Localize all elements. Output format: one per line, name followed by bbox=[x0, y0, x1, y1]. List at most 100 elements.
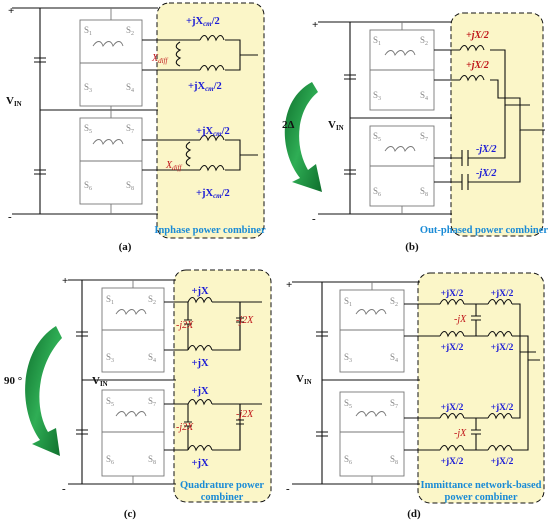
sw-label: S4 bbox=[148, 352, 156, 364]
sw-label: S5 bbox=[106, 396, 114, 408]
sw-label: S5 bbox=[84, 123, 92, 135]
sw-label: S4 bbox=[420, 90, 428, 102]
bridge-bottom-a bbox=[79, 110, 143, 214]
label-xdiff-1: Xdiff bbox=[151, 53, 168, 65]
sw-label: S6 bbox=[84, 180, 92, 192]
caption-c-line1: Quadrature power bbox=[180, 480, 264, 491]
combiner-box-b bbox=[450, 12, 544, 237]
bridge-bottom-d bbox=[339, 391, 405, 484]
panel-label-c: (c) bbox=[124, 508, 137, 520]
sw-label: S4 bbox=[126, 82, 134, 94]
caption-d-line2: power combiner bbox=[444, 492, 517, 503]
combiner-box-d bbox=[417, 272, 545, 504]
sw-label: S1 bbox=[106, 294, 114, 306]
label-jxcm-4: +jXcm/2 bbox=[196, 188, 230, 200]
label-c-blue-3: +jX bbox=[191, 386, 208, 397]
label-d-red-2: -jX bbox=[454, 428, 467, 439]
bridge-bottom-b bbox=[369, 125, 435, 214]
label-d-blue-1: +jX/2 bbox=[441, 289, 464, 299]
label-jxcm-2: +jXcm/2 bbox=[188, 81, 222, 93]
phase-label-b: 2Δ bbox=[282, 119, 295, 131]
label-c-blue-2: +jX bbox=[191, 358, 208, 369]
caption-c-line2: combiner bbox=[201, 492, 244, 503]
sw-label: S1 bbox=[84, 25, 92, 37]
label-c-blue-1: +jX bbox=[191, 286, 208, 297]
minus-b: - bbox=[312, 213, 316, 225]
label-c-red-3: -j2X bbox=[176, 422, 194, 433]
phase-arrow-c bbox=[25, 326, 62, 456]
sw-label: S3 bbox=[84, 82, 92, 94]
sw-label: S7 bbox=[390, 398, 398, 410]
label-b-red-2: +jX/2 bbox=[466, 60, 489, 71]
label-jxcm-3: +jXcm/2 bbox=[196, 126, 230, 138]
sw-label: S5 bbox=[344, 398, 352, 410]
label-d-blue-2: +jX/2 bbox=[491, 289, 514, 299]
label-d-blue-5: +jX/2 bbox=[441, 403, 464, 413]
label-d-blue-8: +jX/2 bbox=[491, 457, 514, 467]
sw-label: S5 bbox=[373, 131, 381, 143]
bridge-top-b bbox=[369, 22, 435, 111]
panel-label-d: (d) bbox=[407, 508, 421, 520]
label-d-blue-4: +jX/2 bbox=[491, 343, 514, 353]
sw-label: S2 bbox=[390, 296, 398, 308]
panel-c: 90 ° VIN S1 S2 S3 S4 S5 S7 S6 S8 +jX +jX bbox=[4, 269, 272, 520]
plus-d: + bbox=[286, 279, 292, 291]
minus-c: - bbox=[62, 483, 66, 495]
vin-label-d: VIN bbox=[296, 373, 312, 386]
label-b-blue-2: -jX/2 bbox=[476, 168, 497, 179]
sw-label: S6 bbox=[373, 186, 381, 198]
label-b-red-1: +jX/2 bbox=[466, 30, 489, 41]
label-d-blue-7: +jX/2 bbox=[441, 457, 464, 467]
label-d-red-1: -jX bbox=[454, 314, 467, 325]
panel-label-b: (b) bbox=[405, 241, 419, 253]
sw-label: S8 bbox=[420, 186, 428, 198]
label-c-red-1: -j2X bbox=[176, 320, 194, 331]
sw-label: S2 bbox=[420, 35, 428, 47]
caption-d-line1: Immittance network-based bbox=[420, 480, 541, 491]
label-c-red-4: -j2X bbox=[236, 409, 254, 420]
label-jxcm-1: +jXcm/2 bbox=[186, 16, 220, 28]
phase-label-c: 90 ° bbox=[4, 375, 22, 387]
plus-c: + bbox=[62, 275, 68, 287]
plus-a: + bbox=[8, 5, 14, 17]
sw-label: S3 bbox=[106, 352, 114, 364]
panel-d: VIN S1 S2 S3 S4 S5 S7 S6 S8 +jX/ bbox=[286, 272, 545, 520]
bridge-bottom-c bbox=[101, 389, 165, 484]
phase-arrow-b bbox=[284, 82, 322, 192]
sw-label: S8 bbox=[148, 454, 156, 466]
panel-a: VIN S1 S2 S3 S4 S5 S7 S6 S8 +jXcm/2 +jXc… bbox=[6, 2, 266, 253]
label-d-blue-3: +jX/2 bbox=[441, 343, 464, 353]
caption-b: Out-phased power combiner bbox=[420, 225, 548, 236]
minus-d: - bbox=[286, 483, 290, 495]
sw-label: S6 bbox=[106, 454, 114, 466]
label-b-blue-1: -jX/2 bbox=[476, 144, 497, 155]
sw-label: S1 bbox=[344, 296, 352, 308]
sw-label: S7 bbox=[420, 131, 428, 143]
panel-b: 2Δ VIN S1 S2 S3 S4 S5 S7 S6 S8 +jX/2 +jX… bbox=[282, 12, 548, 253]
sw-label: S7 bbox=[126, 123, 134, 135]
vin-label-c: VIN bbox=[92, 375, 108, 388]
caption-a: Inphase power combiner bbox=[154, 225, 266, 236]
label-c-blue-4: +jX bbox=[191, 458, 208, 469]
sw-label: S8 bbox=[390, 454, 398, 466]
sw-label: S8 bbox=[126, 180, 134, 192]
label-c-red-2: -j2X bbox=[236, 315, 254, 326]
plus-b: + bbox=[312, 19, 318, 31]
combiner-box-c bbox=[173, 269, 272, 503]
panel-label-a: (a) bbox=[119, 241, 132, 253]
label-xdiff-2: Xdiff bbox=[165, 160, 182, 172]
sw-label: S1 bbox=[373, 35, 381, 47]
combiner-box-a bbox=[156, 2, 265, 239]
vin-label-b: VIN bbox=[328, 119, 344, 132]
sw-label: S2 bbox=[126, 25, 134, 37]
vin-label-a: VIN bbox=[6, 95, 22, 108]
bridge-top-a bbox=[79, 8, 143, 110]
sw-label: S7 bbox=[148, 396, 156, 408]
bridge-top-c bbox=[101, 280, 165, 373]
bridge-top-d bbox=[339, 282, 405, 373]
sw-label: S3 bbox=[373, 90, 381, 102]
minus-a: - bbox=[8, 211, 12, 223]
sw-label: S3 bbox=[344, 352, 352, 364]
label-d-blue-6: +jX/2 bbox=[491, 403, 514, 413]
